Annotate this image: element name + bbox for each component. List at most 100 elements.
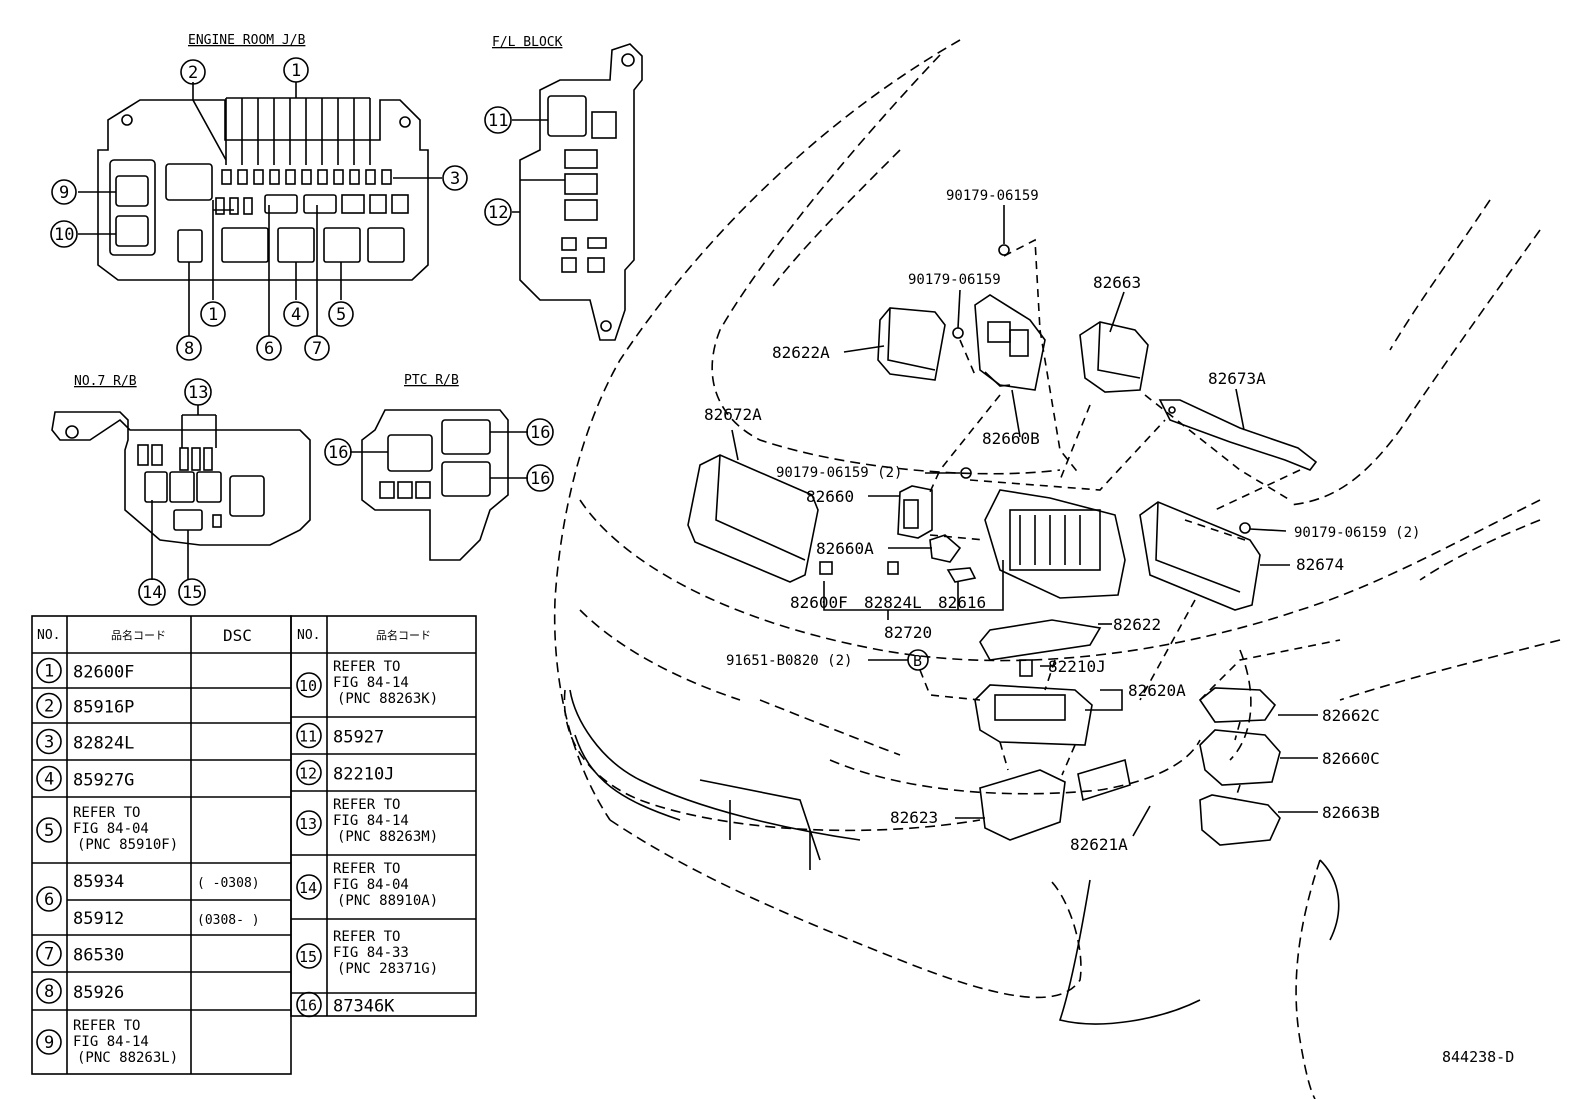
svg-text:2: 2	[188, 63, 198, 83]
label-90179-06159-2a: 90179-06159 (2)	[776, 465, 902, 481]
callout-9: 9	[51, 179, 77, 205]
label-82622A: 82622A	[772, 343, 830, 362]
part-code-85916P: 85916P	[73, 698, 134, 718]
label-82621A: 82621A	[1070, 835, 1128, 854]
label-82663: 82663	[1093, 273, 1141, 292]
refer-line-3: (PNC 88263K)	[337, 691, 438, 707]
ptc-callouts: 16 16 16	[324, 418, 554, 492]
row-no-11: 11	[299, 728, 317, 746]
row-no-3: 3	[44, 733, 54, 753]
callout-15: 15	[178, 578, 206, 606]
part-code-82824L: 82824L	[73, 734, 134, 754]
refer-line-2: FIG 84-04	[73, 821, 149, 837]
row-no-1: 1	[44, 662, 54, 682]
section-title-ptc: PTC R/B	[404, 373, 459, 388]
callout-4: 4	[283, 301, 309, 327]
label-82210J: 82210J	[1048, 657, 1106, 676]
component-82663	[1079, 321, 1149, 393]
label-82824L: 82824L	[864, 593, 922, 612]
ptc-rb-drawing	[350, 409, 528, 561]
label-82673A: 82673A	[1208, 369, 1266, 388]
part-code-85927G: 85927G	[73, 771, 134, 791]
figure-reference: 844238-D	[1442, 1048, 1514, 1066]
svg-text:15: 15	[182, 583, 202, 603]
svg-text:7: 7	[312, 339, 322, 359]
row-no-10-circle	[296, 672, 322, 698]
bumper-outline	[569, 689, 1340, 1025]
component-82660A	[819, 534, 977, 583]
leader-lines	[731, 205, 1318, 837]
part-code-85927: 85927	[333, 728, 384, 748]
row-no-8-circle	[36, 978, 62, 1004]
callout-6: 6	[256, 335, 282, 361]
refer-line-1: REFER TO	[333, 797, 400, 813]
row-no-7-circle	[36, 940, 62, 967]
refer-line-1: REFER TO	[333, 929, 400, 945]
refer-line-2: FIG 84-14	[333, 813, 409, 829]
svg-text:1: 1	[291, 61, 301, 81]
label-82660: 82660	[806, 487, 854, 506]
refer-line-2: FIG 84-04	[333, 877, 409, 893]
callout-12: 12	[484, 198, 512, 226]
callout-1-bottom: 1	[200, 301, 226, 327]
header-code-left: 品名コード	[111, 628, 166, 642]
component-82673A	[1158, 399, 1318, 471]
label-82660C: 82660C	[1322, 749, 1380, 768]
callout-7: 7	[304, 335, 330, 361]
part-code-82600F: 82600F	[73, 663, 134, 683]
svg-text:12: 12	[488, 203, 508, 223]
part-code-85912: 85912	[73, 909, 124, 929]
header-no-right: NO.	[297, 628, 320, 643]
refer-line-1: REFER TO	[73, 805, 140, 821]
part-code-86530: 86530	[73, 946, 124, 966]
row-no-10: 10	[299, 677, 317, 695]
header-no-left: NO.	[37, 628, 60, 643]
svg-text:11: 11	[488, 111, 508, 131]
refer-line-1: REFER TO	[333, 861, 400, 877]
label-82620A: 82620A	[1128, 681, 1186, 700]
section-title-fl-block: F/L BLOCK	[492, 35, 563, 50]
callout-11: 11	[484, 106, 512, 134]
section-title-no7: NO.7 R/B	[74, 374, 137, 389]
vehicle-outline	[553, 39, 1561, 1099]
refer-line-3: (PNC 28371G)	[337, 961, 438, 977]
callout-1-top: 1	[283, 57, 309, 83]
callout-10: 10	[50, 220, 78, 248]
part-code-87346K: 87346K	[333, 997, 395, 1017]
component-82660C	[1199, 729, 1281, 786]
svg-text:16: 16	[530, 423, 550, 443]
row-no-12: 12	[299, 765, 317, 783]
engine-room-jb-drawing	[78, 82, 442, 336]
refer-line-1: REFER TO	[333, 659, 400, 675]
row-no-4: 4	[44, 770, 54, 790]
refer-line-2: FIG 84-33	[333, 945, 409, 961]
row-no-9: 9	[44, 1033, 54, 1053]
label-82622: 82622	[1113, 615, 1161, 634]
refer-line-3: (PNC 85910F)	[77, 837, 178, 853]
row-no-2-circle	[36, 692, 62, 719]
part-code-82210J: 82210J	[333, 765, 394, 785]
component-82622A	[877, 307, 946, 381]
dsc-85934: ( -0308)	[197, 876, 260, 891]
label-91651-B0820: 91651-B0820 (2)	[726, 653, 852, 669]
label-82662C: 82662C	[1322, 706, 1380, 725]
callout-5: 5	[328, 301, 354, 327]
row-no-15-circle	[296, 943, 322, 969]
row-no-12-circle	[296, 759, 322, 786]
svg-text:6: 6	[264, 339, 274, 359]
section-title-engine-room: ENGINE ROOM J/B	[188, 33, 306, 48]
row-no-5-circle	[36, 817, 62, 843]
component-82662C	[1198, 687, 1277, 723]
row-no-15: 15	[299, 948, 317, 966]
component-82660B	[974, 294, 1046, 391]
no7-rb-drawing	[51, 405, 311, 580]
row-no-16-circle	[296, 991, 322, 1018]
refer-line-2: FIG 84-14	[333, 675, 409, 691]
label-90179-06159-mid: 90179-06159	[908, 272, 1001, 288]
component-82674	[1139, 501, 1261, 611]
callout-13: 13	[184, 378, 212, 406]
header-dsc: DSC	[223, 626, 252, 645]
